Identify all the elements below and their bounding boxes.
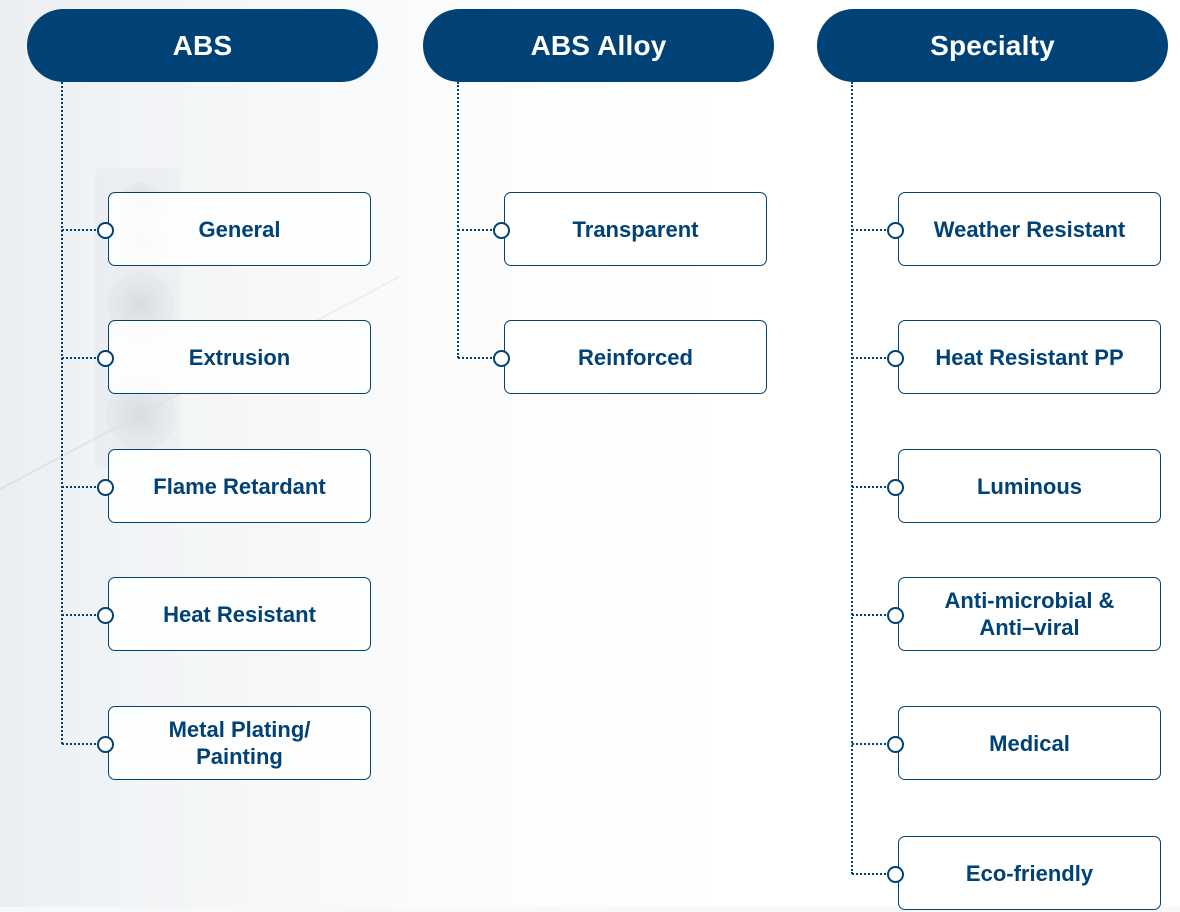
node-circle-icon xyxy=(97,222,114,239)
category-box[interactable]: General xyxy=(108,192,371,266)
category-box[interactable]: Transparent xyxy=(504,192,767,266)
node-circle-icon xyxy=(887,479,904,496)
branch-line xyxy=(62,357,104,359)
list-item[interactable]: Weather Resistant xyxy=(817,192,1169,268)
node-circle-icon xyxy=(493,350,510,367)
list-item[interactable]: Anti-microbial & Anti–viral xyxy=(817,577,1169,653)
node-circle-icon xyxy=(887,222,904,239)
branch-line xyxy=(62,486,104,488)
category-box[interactable]: Flame Retardant xyxy=(108,449,371,523)
node-circle-icon xyxy=(97,350,114,367)
category-box[interactable]: Luminous xyxy=(898,449,1161,523)
category-box[interactable]: Medical xyxy=(898,706,1161,780)
branch-line xyxy=(62,229,104,231)
category-box[interactable]: Metal Plating/ Painting xyxy=(108,706,371,780)
branch-line xyxy=(458,229,500,231)
list-item[interactable]: Metal Plating/ Painting xyxy=(27,706,379,782)
branch-line xyxy=(62,743,104,745)
column-header[interactable]: Specialty xyxy=(817,9,1168,82)
node-circle-icon xyxy=(97,736,114,753)
tree-trunk-line xyxy=(61,82,63,744)
branch-line xyxy=(852,743,894,745)
branch-line xyxy=(852,229,894,231)
list-item[interactable]: General xyxy=(27,192,379,268)
list-item[interactable]: Reinforced xyxy=(423,320,775,396)
list-item[interactable]: Medical xyxy=(817,706,1169,782)
column-abs: ABS General Extrusion Flame Retardant He… xyxy=(27,0,379,907)
category-box[interactable]: Heat Resistant xyxy=(108,577,371,651)
list-item[interactable]: Heat Resistant xyxy=(27,577,379,653)
tree-trunk-line xyxy=(457,82,459,358)
category-box[interactable]: Reinforced xyxy=(504,320,767,394)
branch-line xyxy=(458,357,500,359)
branch-line xyxy=(852,486,894,488)
list-item[interactable]: Extrusion xyxy=(27,320,379,396)
category-box[interactable]: Anti-microbial & Anti–viral xyxy=(898,577,1161,651)
list-item[interactable]: Eco-friendly xyxy=(817,836,1169,912)
branch-line xyxy=(852,873,894,875)
node-circle-icon xyxy=(887,736,904,753)
column-header[interactable]: ABS Alloy xyxy=(423,9,774,82)
branch-line xyxy=(852,614,894,616)
list-item[interactable]: Transparent xyxy=(423,192,775,268)
category-box[interactable]: Heat Resistant PP xyxy=(898,320,1161,394)
node-circle-icon xyxy=(887,607,904,624)
category-box[interactable]: Weather Resistant xyxy=(898,192,1161,266)
list-item[interactable]: Heat Resistant PP xyxy=(817,320,1169,396)
node-circle-icon xyxy=(887,866,904,883)
category-box[interactable]: Extrusion xyxy=(108,320,371,394)
node-circle-icon xyxy=(97,607,114,624)
node-circle-icon xyxy=(493,222,510,239)
node-circle-icon xyxy=(887,350,904,367)
node-circle-icon xyxy=(97,479,114,496)
category-box[interactable]: Eco-friendly xyxy=(898,836,1161,910)
branch-line xyxy=(852,357,894,359)
list-item[interactable]: Luminous xyxy=(817,449,1169,525)
list-item[interactable]: Flame Retardant xyxy=(27,449,379,525)
tree-trunk-line xyxy=(851,82,853,874)
column-header[interactable]: ABS xyxy=(27,9,378,82)
branch-line xyxy=(62,614,104,616)
column-abs-alloy: ABS Alloy Transparent Reinforced xyxy=(423,0,775,907)
column-specialty: Specialty Weather Resistant Heat Resista… xyxy=(817,0,1169,910)
